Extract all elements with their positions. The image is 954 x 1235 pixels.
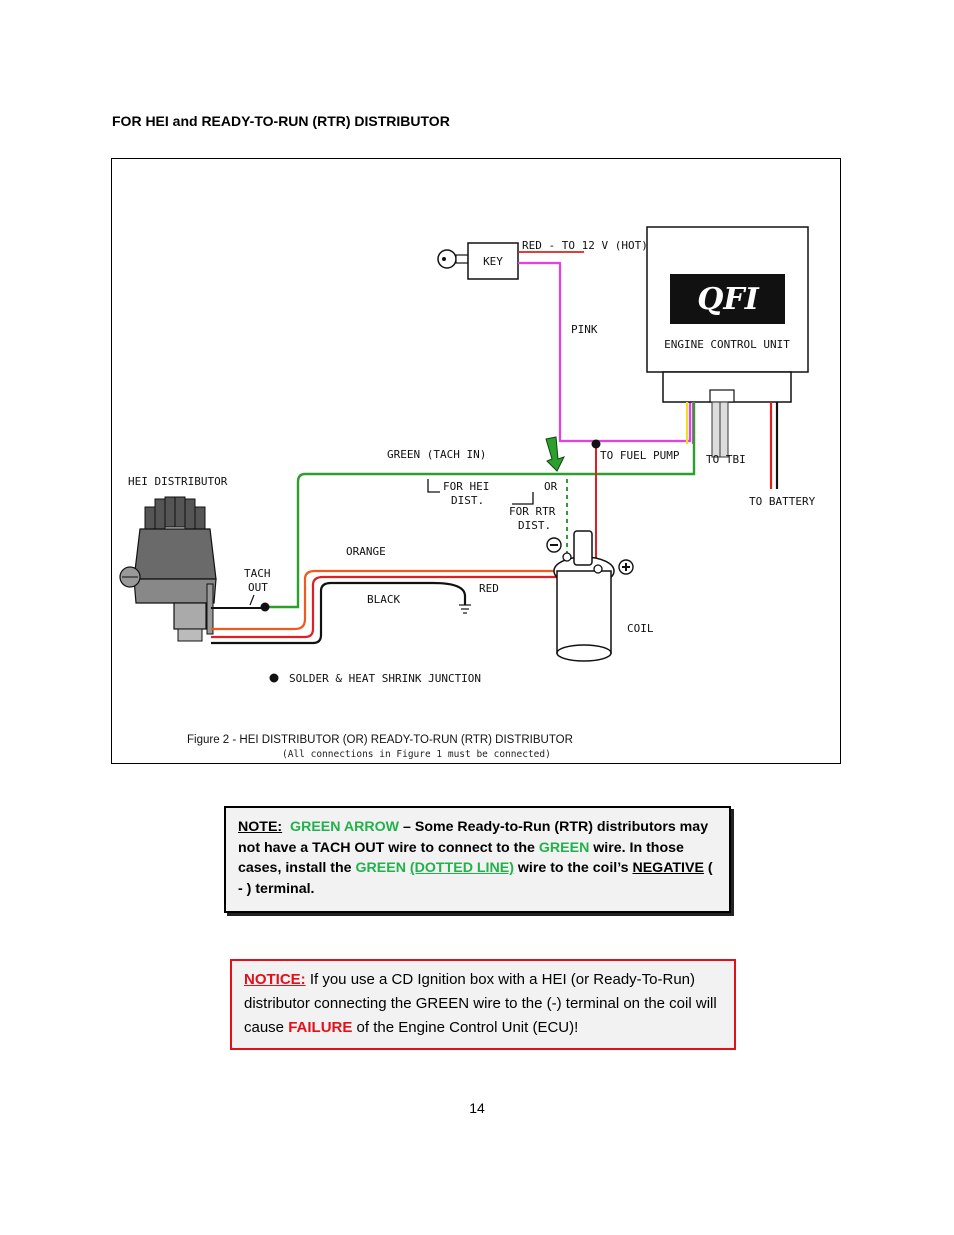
- to-tbi-label: TO TBI: [706, 453, 746, 466]
- notice-label: NOTICE:: [244, 971, 306, 988]
- ground-icon: [459, 604, 471, 614]
- figure-subcaption: (All connections in Figure 1 must be con…: [282, 749, 551, 760]
- pink-label: PINK: [571, 323, 598, 336]
- note-green-word: GREEN: [538, 839, 590, 856]
- for-rtr-label-2: DIST.: [518, 519, 551, 532]
- coil-label: COIL: [627, 622, 654, 635]
- or-label: OR: [544, 480, 558, 493]
- for-hei-label-2: DIST.: [451, 494, 484, 507]
- green-arrow-icon: [545, 436, 565, 472]
- key-label: KEY: [483, 255, 503, 268]
- red-to-12v-label: RED - TO 12 V (HOT): [522, 239, 648, 252]
- figure-caption: Figure 2 - HEI DISTRIBUTOR (OR) READY-TO…: [187, 734, 573, 746]
- black-label: BLACK: [367, 593, 400, 606]
- hei-distributor-icon: [119, 496, 217, 642]
- orange-wire: [211, 569, 559, 631]
- coil-icon: [553, 530, 615, 662]
- key-icon: [437, 249, 469, 269]
- note-green-arrow: GREEN ARROW: [290, 819, 400, 835]
- green-tach-wire: [265, 402, 696, 609]
- ecu-logo-text: QFI: [697, 282, 759, 317]
- key-box: [467, 242, 519, 280]
- black-wire: [211, 581, 467, 645]
- pink-wire: [518, 261, 692, 443]
- notice-text-2: of the Engine Control Unit (ECU)!: [352, 1019, 579, 1036]
- ecu-plug: [709, 389, 735, 403]
- note-text-3: wire to the coil’s: [513, 860, 633, 876]
- for-hei-label-1: FOR HEI: [443, 480, 489, 493]
- notice-text-1: If you use a CD Ignition box with a HEI …: [244, 971, 717, 1036]
- to-fuel-pump-label: TO FUEL PUMP: [600, 449, 680, 462]
- tach-out-label-1: TACH: [244, 567, 271, 580]
- legend-dot: [269, 673, 279, 683]
- red-coil-wire: [211, 575, 598, 639]
- ecu-label: ENGINE CONTROL UNIT: [664, 338, 790, 351]
- qfi-logo: QFI: [670, 274, 785, 324]
- notice-failure: FAILURE: [288, 1019, 353, 1036]
- hei-distributor-label: HEI DISTRIBUTOR: [128, 475, 228, 488]
- positive-terminal-icon: [618, 559, 634, 575]
- page-number: 14: [469, 1100, 485, 1116]
- negative-terminal-icon: [546, 537, 562, 553]
- note-dotted-line: (DOTTED LINE): [409, 860, 514, 876]
- note-text-1: – Some Ready-to-Run (RTR) distributors m…: [238, 819, 709, 856]
- for-rtr-label-1: FOR RTR: [509, 505, 556, 518]
- red-label: RED: [479, 582, 499, 595]
- wiring-diagram: KEY RED - TO 12 V (HOT) PINK QFI ENGINE …: [111, 158, 841, 764]
- orange-label: ORANGE: [346, 545, 386, 558]
- note-negative: NEGATIVE: [632, 860, 704, 876]
- tach-out-label-2: OUT: [248, 581, 268, 594]
- note-label: NOTE:: [238, 819, 283, 835]
- tach-junction-dot: [260, 602, 270, 612]
- section-title: FOR HEI and READY-TO-RUN (RTR) DISTRIBUT…: [112, 113, 450, 129]
- note-text-2: wire. In those cases, install the: [238, 839, 684, 877]
- green-tach-in-label: GREEN (TACH IN): [387, 448, 486, 461]
- note-box: NOTE: GREEN ARROW – Some Ready-to-Run (R…: [224, 806, 731, 913]
- solder-legend-label: SOLDER & HEAT SHRINK JUNCTION: [289, 672, 481, 685]
- note-green-word-2: GREEN: [355, 860, 406, 876]
- junction-dot: [591, 439, 601, 449]
- notice-box: NOTICE: If you use a CD Ignition box wit…: [230, 959, 736, 1050]
- note-text-4: ( - ) terminal.: [238, 860, 713, 897]
- to-battery-label: TO BATTERY: [749, 495, 816, 508]
- diagram-svg: KEY RED - TO 12 V (HOT) PINK QFI ENGINE …: [119, 226, 816, 760]
